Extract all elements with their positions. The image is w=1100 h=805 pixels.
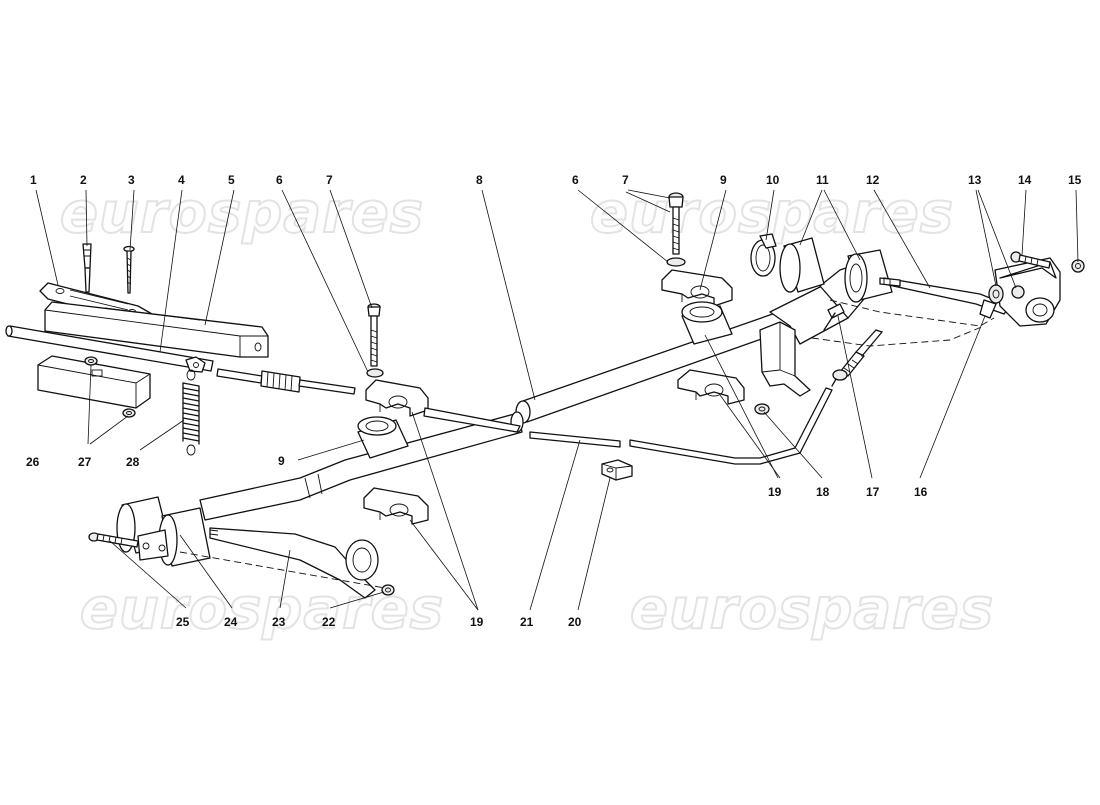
callout-21: 21 <box>520 615 534 629</box>
callout-23: 23 <box>272 615 286 629</box>
callout-6-right: 6 <box>572 173 579 187</box>
part-bearing-tube <box>116 496 211 567</box>
callout-17: 17 <box>866 485 880 499</box>
callout-24: 24 <box>224 615 238 629</box>
part-bracket-bar <box>44 301 269 358</box>
callout-13: 13 <box>968 173 982 187</box>
part-adjuster <box>216 368 356 395</box>
part-nut-cable <box>754 403 770 415</box>
callout-28: 28 <box>126 455 140 469</box>
callout-7: 7 <box>326 173 333 187</box>
part-pin <box>82 243 92 293</box>
part-bolt-center <box>366 303 384 378</box>
part-block <box>37 355 151 409</box>
callout-2: 2 <box>80 173 87 187</box>
callout-4: 4 <box>178 173 185 187</box>
part-bolt-small <box>1010 251 1051 269</box>
watermark: eurospares <box>630 577 994 642</box>
callout-26: 26 <box>26 455 40 469</box>
callout-16: 16 <box>914 485 928 499</box>
part-clip-ring <box>750 233 777 277</box>
part-spring <box>182 369 200 456</box>
callout-27: 27 <box>78 455 92 469</box>
callout-9-right: 9 <box>720 173 727 187</box>
callout-6: 6 <box>276 173 283 187</box>
part-clamp-right-lower <box>677 369 745 405</box>
part-screw <box>123 245 135 294</box>
part-cable <box>823 303 884 387</box>
part-bolt-right <box>668 192 684 255</box>
part-nut <box>84 356 136 418</box>
callout-5: 5 <box>228 173 235 187</box>
callout-9-left: 9 <box>278 454 285 468</box>
axis-line-right <box>829 299 995 327</box>
part-bolt <box>88 532 139 548</box>
callout-22: 22 <box>322 615 336 629</box>
callout-25: 25 <box>176 615 190 629</box>
callout-19-right: 19 <box>768 485 782 499</box>
part-lever-nut <box>381 584 395 596</box>
part-tube <box>423 387 833 465</box>
part-clamp-right <box>661 269 733 307</box>
callout-numbers: 1 2 3 4 5 6 7 8 6 7 9 10 11 12 13 14 15 … <box>26 173 1082 629</box>
part-support-bracket <box>759 321 811 397</box>
watermarks: eurospares eurospares eurospares eurospa… <box>59 180 994 643</box>
part-clamp-upper <box>365 379 429 417</box>
part-clip <box>601 459 633 481</box>
callout-15: 15 <box>1068 173 1082 187</box>
callout-3: 3 <box>128 173 135 187</box>
part-washer <box>666 257 686 267</box>
callout-12: 12 <box>866 173 880 187</box>
part-link-rod <box>879 277 1011 315</box>
watermark: eurospares <box>80 577 444 642</box>
axis-line-right-lower <box>811 325 985 347</box>
axis-line <box>179 551 386 589</box>
thread-stub <box>209 529 219 536</box>
callout-18: 18 <box>816 485 830 499</box>
callout-19-left: 19 <box>470 615 484 629</box>
part-bush-right <box>681 301 733 345</box>
callout-1: 1 <box>30 173 37 187</box>
callout-7-right: 7 <box>622 173 629 187</box>
callout-8: 8 <box>476 173 483 187</box>
watermark: eurospares <box>60 181 424 246</box>
callout-11: 11 <box>816 173 829 187</box>
part-bearing <box>779 237 893 303</box>
leader-lines <box>35 189 1079 611</box>
callout-20: 20 <box>568 615 582 629</box>
part-clevis <box>185 356 206 373</box>
part-clamp-lower <box>363 487 429 525</box>
callout-14: 14 <box>1018 173 1032 187</box>
part-bush <box>357 416 409 459</box>
part-lever <box>209 527 379 599</box>
part-rod <box>5 325 214 372</box>
watermark: eurospares <box>590 181 954 246</box>
callout-10: 10 <box>766 173 780 187</box>
